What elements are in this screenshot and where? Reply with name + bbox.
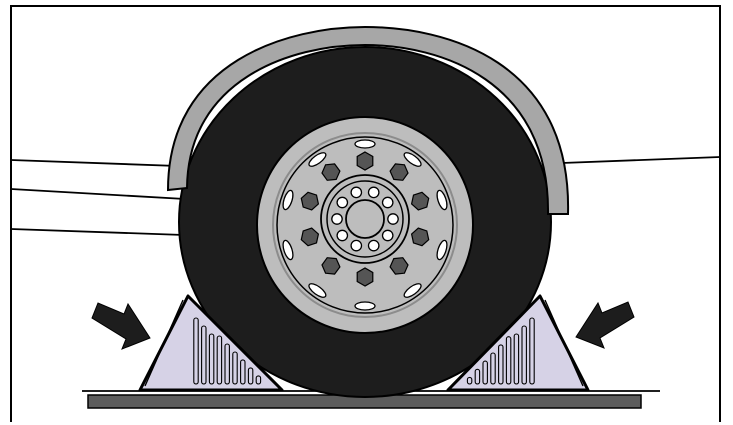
hub-cap <box>346 200 384 238</box>
lug-nut <box>357 268 373 286</box>
hub-bolt <box>369 187 379 197</box>
lug-nut <box>357 152 373 170</box>
hub-bolt <box>383 230 393 240</box>
hub-bolt <box>369 240 379 250</box>
hub-bolt <box>383 197 393 207</box>
hub-bolt <box>388 214 398 224</box>
hub-bolt <box>337 197 347 207</box>
hand-hole <box>355 140 375 148</box>
hub-bolt <box>351 187 361 197</box>
left-arrow-icon <box>92 303 150 349</box>
hub-bolt <box>351 240 361 250</box>
right-arrow-icon <box>576 302 634 348</box>
hub-bolt <box>332 214 342 224</box>
hand-hole <box>355 302 375 310</box>
hub-bolt <box>337 230 347 240</box>
